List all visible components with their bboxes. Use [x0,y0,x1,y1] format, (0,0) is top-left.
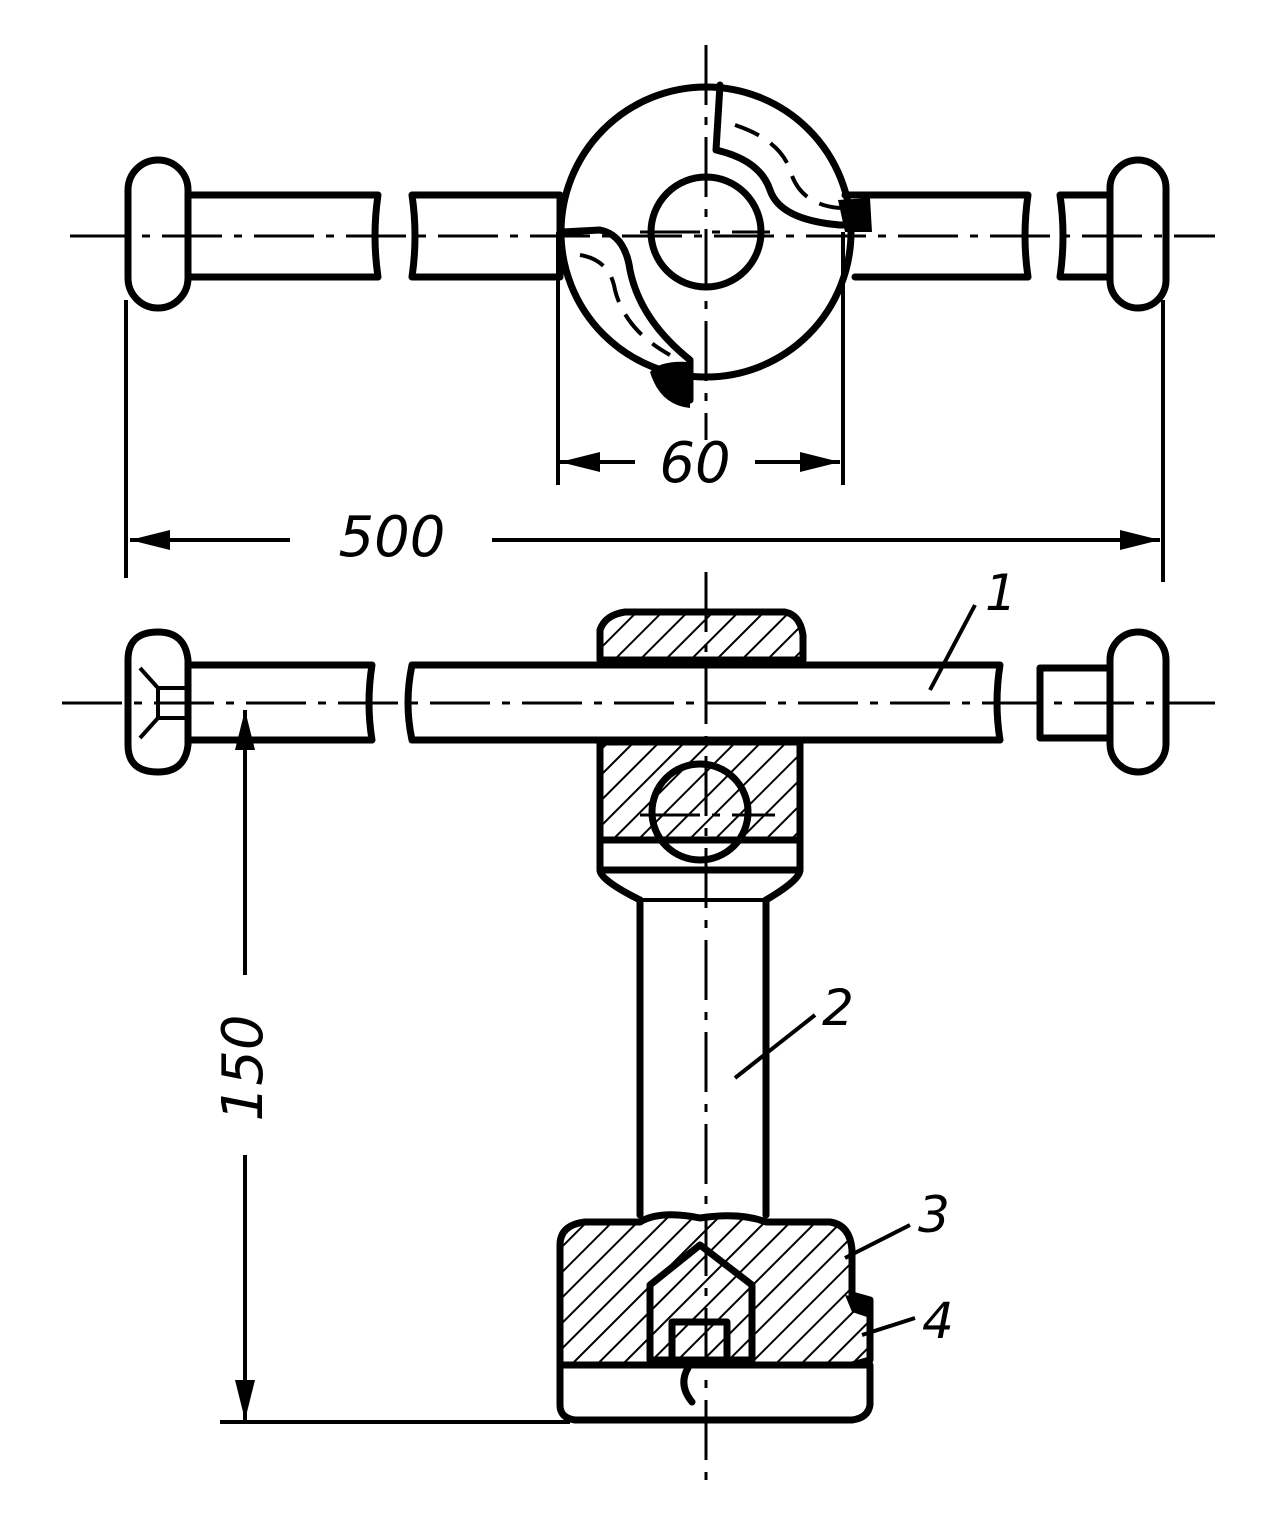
pin-right [838,198,872,232]
foot-body-part3 [556,1211,874,1369]
right-knob [1106,156,1170,312]
front-right-knob [1106,628,1170,776]
dimension-60: 60 [560,431,840,496]
front-view [62,572,1215,1490]
foot-cavity [646,1241,756,1364]
dimension-500: 500 [124,300,1165,582]
lower-clamp-band [596,836,804,874]
front-left-knob [124,628,192,776]
label-part-3: 3 [918,1186,950,1244]
leader-1 [928,604,977,691]
dim150-text: 150 [211,1015,276,1122]
right-handle-inner [841,191,1032,281]
right-handle-outer [1056,191,1114,281]
cam-groove-upper [712,81,849,229]
lower-clamp-block [596,738,804,844]
leader-4 [861,1316,916,1337]
screw-shaft-part2 [636,896,770,1219]
front-left-knob-chamfer [138,666,160,740]
label-part-4: 4 [922,1292,954,1350]
base-plate-part4 [556,1361,874,1424]
dimension-150: 150 [211,710,570,1424]
label-part-1: 1 [985,564,1017,622]
leader-3 [844,1223,911,1260]
upper-clamp-cap [596,608,807,664]
retaining-clip [845,1295,872,1318]
groove-hidden-lower [579,253,671,357]
dim60-text: 60 [659,431,730,496]
cross-hole [648,760,752,864]
dim500-text: 500 [339,505,446,570]
base-pin-head [680,1364,696,1406]
left-handle-inner [408,191,564,281]
front-left-handle [184,661,376,744]
top-view [70,45,1215,485]
foot-pin [668,1318,731,1364]
main-bar-part1 [404,661,1004,744]
left-knob [124,156,192,312]
pin-bottom [650,361,690,408]
label-part-2: 2 [822,979,854,1037]
leader-2 [733,1013,817,1080]
part-callouts: 1 2 3 4 [733,564,1017,1350]
groove-hidden-upper [734,123,841,210]
cam-groove-lower [558,226,694,404]
left-handle-outer [184,191,382,281]
